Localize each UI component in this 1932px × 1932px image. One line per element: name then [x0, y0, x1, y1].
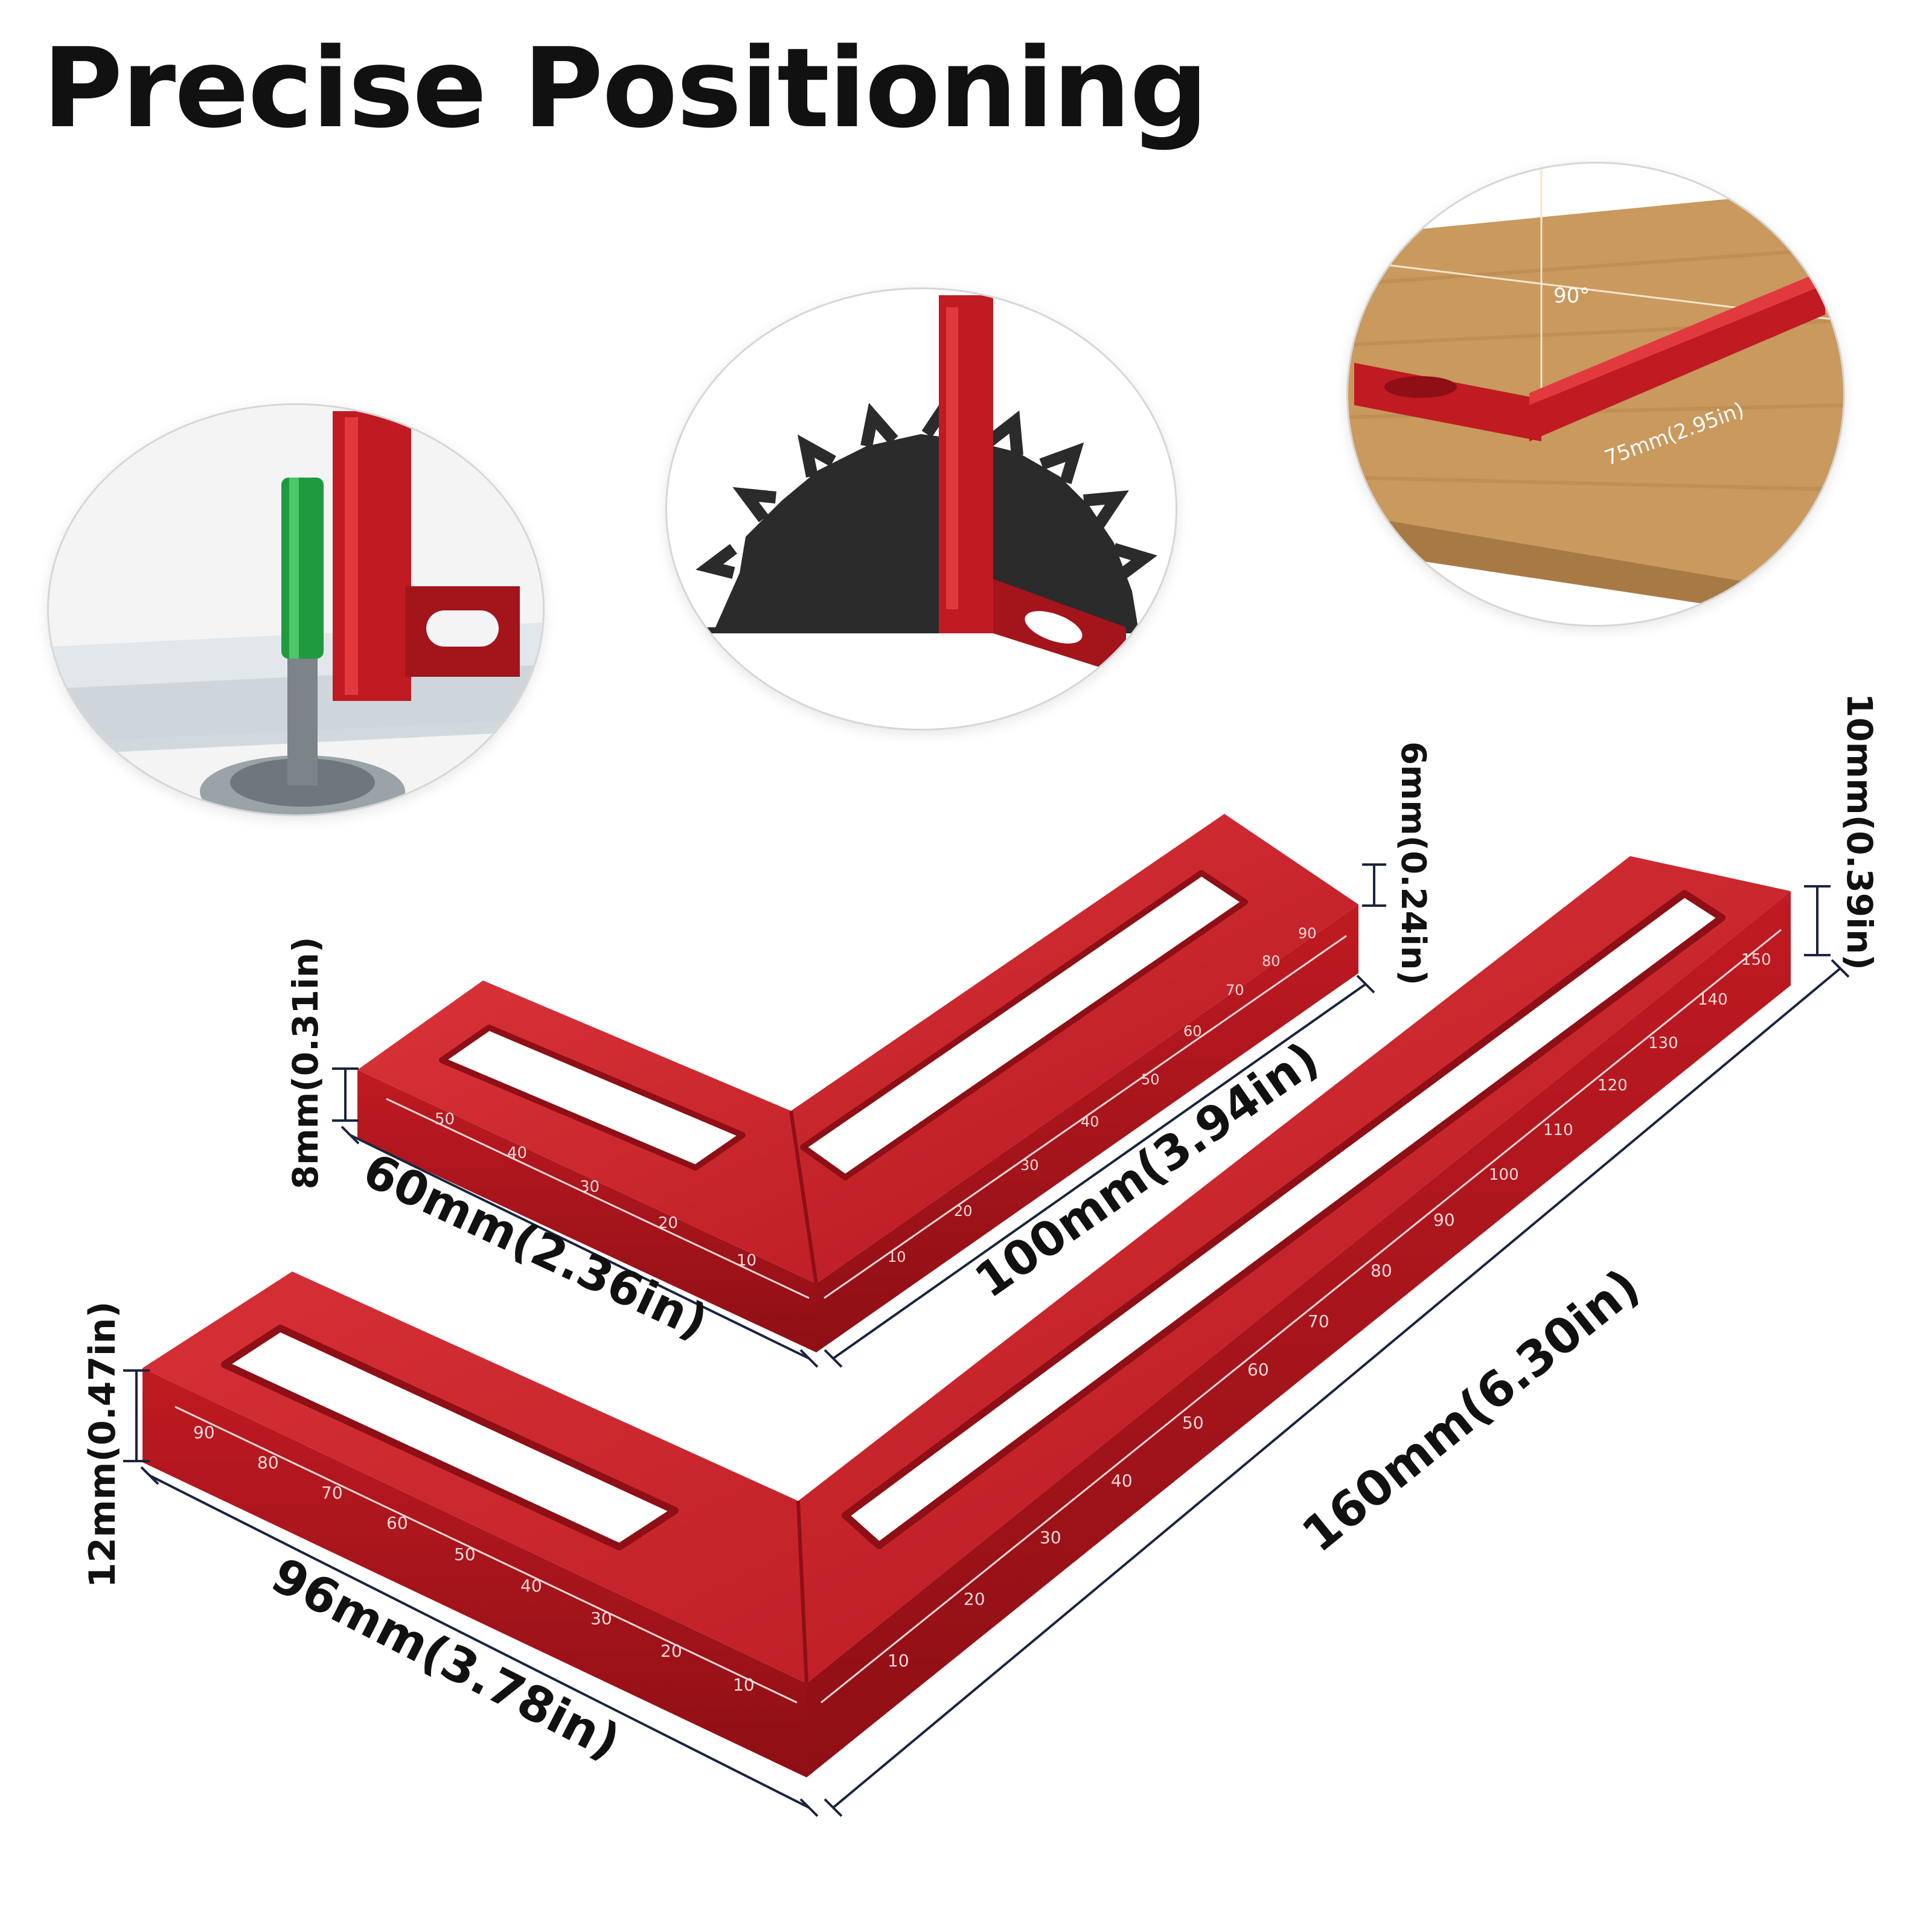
- large-long-tick-6: 60: [1247, 1360, 1269, 1380]
- large-long-tick-1: 10: [888, 1651, 909, 1671]
- small-short-tick-3: 30: [580, 1178, 600, 1196]
- large-short-tick-4: 60: [386, 1513, 408, 1533]
- large-thickness-label: 10mm(0.39in): [1839, 693, 1880, 970]
- saw-blade-scene-icon: [667, 289, 1176, 729]
- large-square: 90 80 70 60 50 40 30 20 10 10 20 30 40 5…: [142, 856, 1791, 1777]
- large-long-tick-8: 80: [1371, 1261, 1392, 1281]
- large-long-tick-7: 70: [1308, 1311, 1329, 1331]
- wood-scene: 90° 75mm(2.95in): [1346, 162, 1845, 627]
- large-long-tick-4: 40: [1111, 1471, 1133, 1491]
- large-long-tick-10: 100: [1489, 1166, 1519, 1184]
- small-short-tick-5: 10: [737, 1252, 756, 1270]
- small-short-tick-4: 20: [658, 1214, 678, 1232]
- saw-scene: [665, 287, 1177, 731]
- large-short-tick-6: 40: [520, 1576, 542, 1596]
- small-long-tick-6: 60: [1183, 1023, 1202, 1040]
- large-long-tick-5: 50: [1182, 1413, 1204, 1433]
- large-long-tick-14: 140: [1698, 991, 1728, 1009]
- large-short-tick-3: 70: [321, 1483, 343, 1503]
- large-short-tick-7: 30: [590, 1608, 612, 1628]
- large-long-tick-13: 130: [1648, 1034, 1678, 1052]
- large-long-tick-2: 20: [964, 1589, 985, 1609]
- large-short-tick-9: 10: [733, 1675, 755, 1695]
- large-height-label: 12mm(0.47in): [82, 1301, 124, 1588]
- dimension-lines: [123, 863, 1850, 1817]
- small-long-tick-9: 90: [1298, 925, 1317, 942]
- large-short-tick-5: 50: [454, 1544, 476, 1564]
- router-bit-scene-icon: [49, 405, 543, 814]
- large-long-tick-15: 150: [1741, 951, 1771, 969]
- small-long-tick-3: 30: [1020, 1157, 1039, 1174]
- small-long-tick-8: 80: [1262, 953, 1281, 970]
- small-long-tick-2: 20: [954, 1203, 973, 1220]
- angle-label: 90°: [1553, 284, 1590, 308]
- small-long-tick-5: 50: [1141, 1071, 1160, 1088]
- large-long-tick-9: 90: [1433, 1210, 1455, 1230]
- small-short-tick-2: 40: [507, 1144, 527, 1162]
- large-long-tick-11: 110: [1543, 1121, 1573, 1139]
- large-short-tick-1: 90: [193, 1422, 215, 1442]
- small-long-tick-1: 10: [888, 1249, 906, 1265]
- large-long-tick-3: 30: [1040, 1527, 1061, 1547]
- large-short-tick-8: 20: [661, 1641, 682, 1661]
- large-short-tick-2: 80: [257, 1453, 279, 1473]
- large-long-tick-12: 120: [1598, 1076, 1628, 1095]
- small-short-tick-1: 50: [435, 1110, 455, 1128]
- page-title: Precise Positioning: [42, 24, 1208, 152]
- small-square: 50 40 30 20 10 10 20 30 40 50 60 70 80 9…: [357, 814, 1358, 1352]
- wood-board-scene-icon: 90° 75mm(2.95in): [1348, 164, 1843, 625]
- small-thickness-label: 6mm(0.24in): [1393, 741, 1433, 985]
- router-scene: [47, 403, 545, 816]
- small-long-tick-7: 70: [1226, 982, 1244, 999]
- small-long-tick-4: 40: [1081, 1113, 1099, 1130]
- small-height-label: 8mm(0.31in): [285, 936, 326, 1189]
